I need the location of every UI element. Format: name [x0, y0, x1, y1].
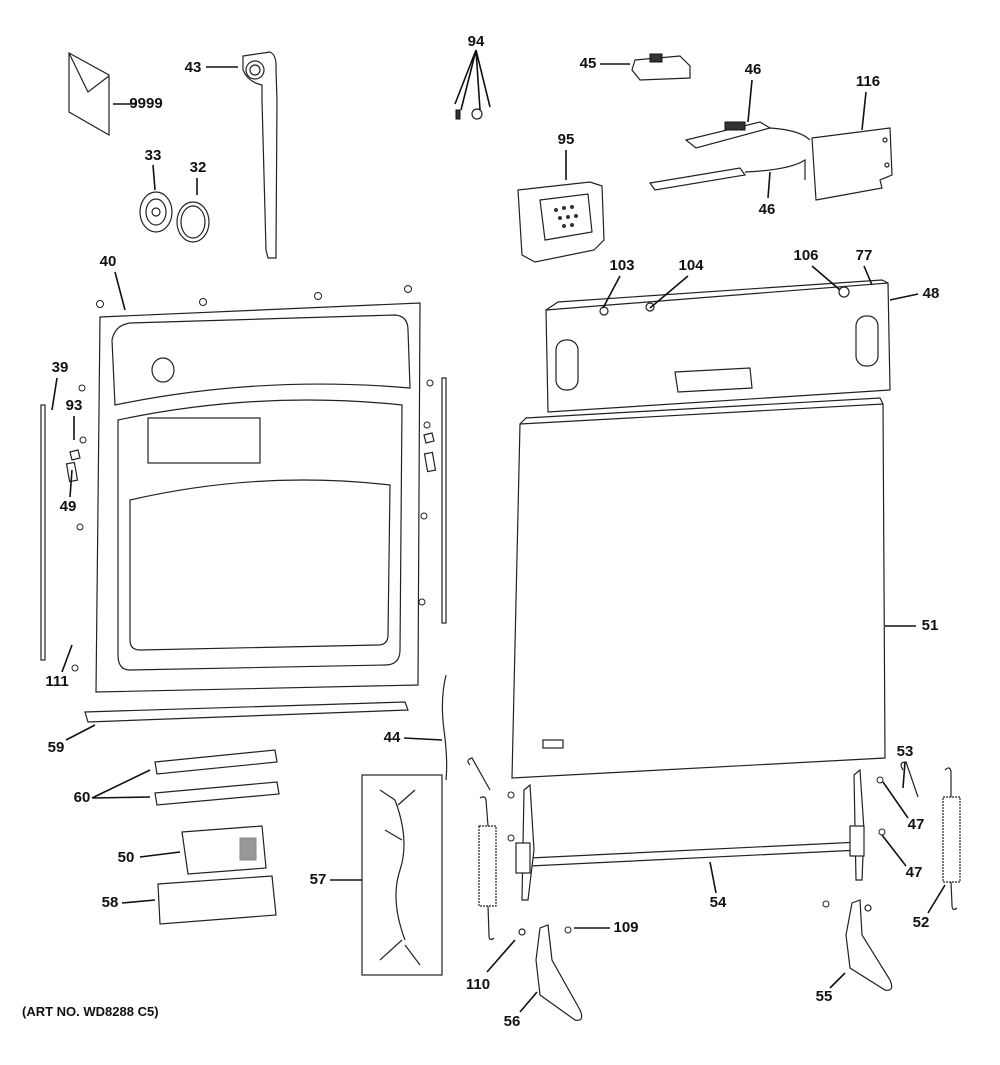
part-94-hardware — [455, 108, 483, 120]
callout-93: 93 — [66, 397, 83, 414]
callout-43: 43 — [185, 59, 202, 76]
callout-50: 50 — [118, 849, 135, 866]
callout-58: 58 — [102, 894, 119, 911]
callout-45: 45 — [580, 55, 597, 72]
callout-77: 77 — [856, 247, 873, 264]
part-43-bracket — [242, 51, 278, 259]
callout-46: 46 — [759, 201, 776, 218]
callout-94: 94 — [468, 33, 485, 50]
callout-54: 54 — [710, 894, 727, 911]
callout-60: 60 — [74, 789, 91, 806]
callout-110: 110 — [466, 976, 490, 993]
part-45-latch — [631, 53, 691, 81]
callout-33: 33 — [145, 147, 162, 164]
callout-48: 48 — [923, 285, 940, 302]
callout-9999: 9999 — [129, 95, 162, 112]
callout-51: 51 — [922, 617, 939, 634]
callout-55: 55 — [816, 988, 833, 1005]
part-40-inner-door — [95, 302, 421, 693]
callout-104: 104 — [678, 257, 704, 274]
callout-111: 111 — [45, 673, 68, 690]
part-56-55-hinges — [518, 899, 893, 1021]
part-springs — [467, 757, 961, 941]
part-32-gasket — [176, 201, 210, 243]
callout-46: 46 — [745, 61, 762, 78]
callout-32: 32 — [190, 159, 207, 176]
part-93-49 — [65, 432, 437, 483]
callout-109: 109 — [613, 919, 638, 936]
callout-44: 44 — [384, 729, 401, 746]
callout-52: 52 — [913, 914, 930, 931]
part-51-outer-door — [511, 397, 886, 779]
callout-103: 103 — [609, 257, 634, 274]
callout-53: 53 — [897, 743, 914, 760]
callout-95: 95 — [558, 131, 575, 148]
callout-labels: 9999 43 33 32 94 45 46 116 95 46 103 104… — [45, 33, 939, 1030]
part-33-cap — [139, 191, 173, 233]
part-95-dispenser — [517, 181, 605, 263]
callout-59: 59 — [48, 739, 65, 756]
art-number: (ART NO. WD8288 C5) — [22, 1004, 159, 1019]
part-54-rod — [515, 768, 865, 901]
part-39-strips — [40, 377, 447, 661]
leader-lines — [51, 49, 946, 1013]
callout-47: 47 — [906, 864, 923, 881]
screws — [71, 285, 886, 934]
callout-47: 47 — [908, 816, 925, 833]
callout-40: 40 — [100, 253, 117, 270]
part-envelope — [68, 51, 110, 137]
part-60-brackets — [154, 749, 280, 806]
callout-49: 49 — [60, 498, 77, 515]
part-116-module — [811, 127, 893, 201]
callout-57: 57 — [310, 871, 327, 888]
part-57-harness — [361, 774, 443, 976]
part-59-trim — [84, 701, 409, 723]
part-44-cable — [441, 674, 448, 781]
part-50-58 — [157, 825, 277, 925]
callout-106: 106 — [793, 247, 818, 264]
part-48-control-panel — [545, 279, 891, 413]
part-46-boards — [648, 121, 811, 191]
callout-116: 116 — [856, 73, 880, 90]
callout-39: 39 — [52, 359, 69, 376]
callout-56: 56 — [504, 1013, 521, 1030]
